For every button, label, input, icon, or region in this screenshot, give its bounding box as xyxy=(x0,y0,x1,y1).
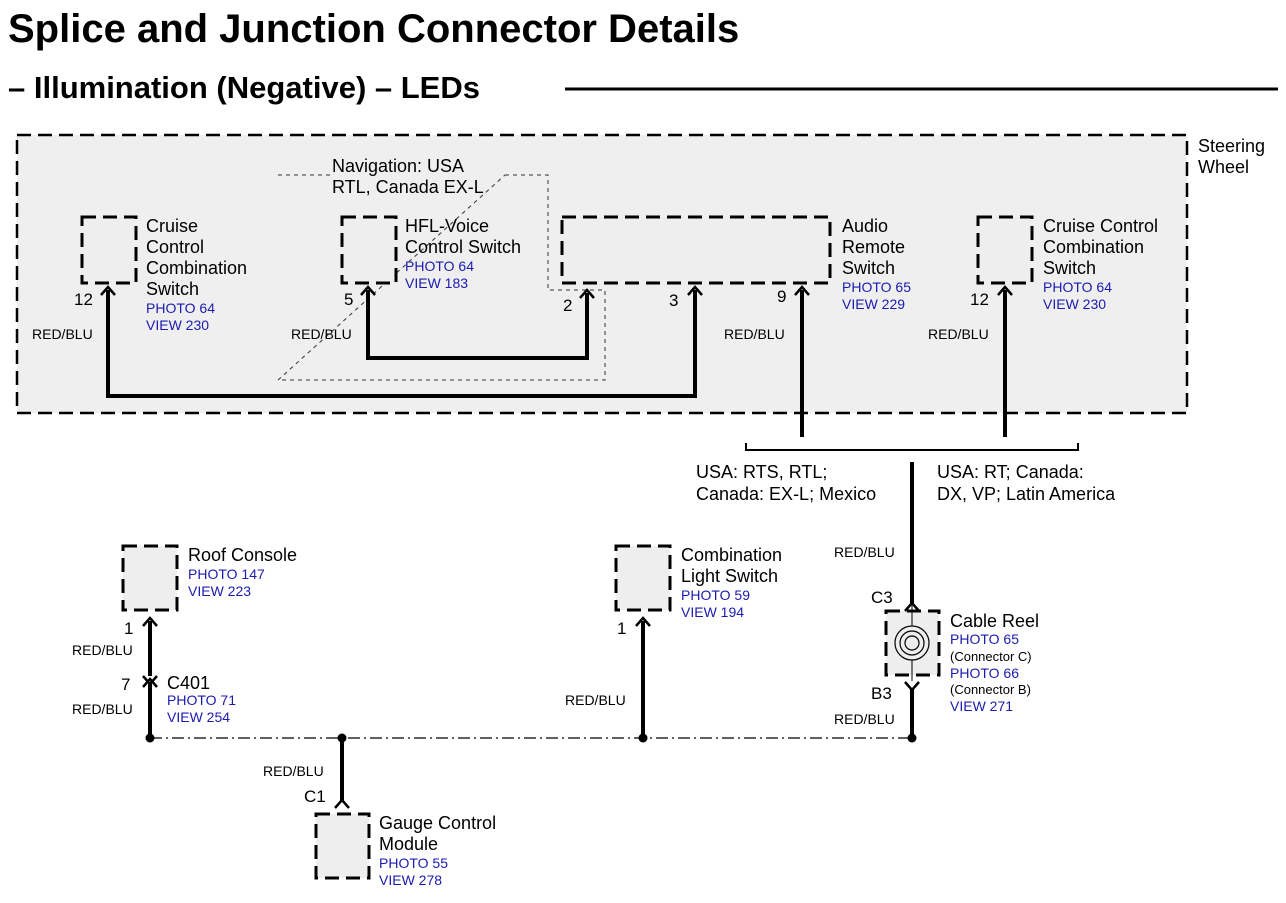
svg-text:PHOTO 64: PHOTO 64 xyxy=(146,300,215,316)
region-label-line1: Steering xyxy=(1198,136,1265,156)
svg-text:Combination: Combination xyxy=(146,258,247,278)
pin-1-roof: 1 xyxy=(124,619,133,638)
page-subtitle: – Illumination (Negative) – LEDs xyxy=(8,70,480,105)
pin-c3: C3 xyxy=(871,588,893,607)
gauge-control-module: C1 Gauge Control Module PHOTO 55 VIEW 27… xyxy=(304,787,496,888)
pin-7: 7 xyxy=(121,675,130,694)
svg-text:PHOTO 65: PHOTO 65 xyxy=(950,631,1019,647)
combination-light-switch: Combination Light Switch PHOTO 59 VIEW 1… xyxy=(614,544,782,638)
svg-text:Audio: Audio xyxy=(842,216,888,236)
svg-text:PHOTO 147: PHOTO 147 xyxy=(188,566,265,582)
option-line1: Navigation: USA xyxy=(332,156,464,176)
pin-c1: C1 xyxy=(304,787,326,806)
variant-right-line2: DX, VP; Latin America xyxy=(937,484,1116,504)
svg-text:VIEW 278: VIEW 278 xyxy=(379,872,442,888)
wire-label: RED/BLU xyxy=(32,326,93,342)
wire-hfl-to-audio xyxy=(366,290,589,360)
navigation-option-box xyxy=(276,174,606,381)
connector-c401: 7 C401 PHOTO 71 VIEW 254 xyxy=(121,673,236,725)
svg-text:PHOTO 64: PHOTO 64 xyxy=(405,258,474,274)
svg-text:VIEW 194: VIEW 194 xyxy=(681,604,744,620)
region-terminals xyxy=(100,285,1013,299)
pin-3: 3 xyxy=(669,291,678,310)
svg-text:VIEW 223: VIEW 223 xyxy=(188,583,251,599)
audio-remote-switch: Audio Remote Switch PHOTO 65 VIEW 229 2 … xyxy=(560,215,911,315)
svg-text:Light Switch: Light Switch xyxy=(681,566,778,586)
hfl-voice-control-switch: HFL-Voice Control Switch PHOTO 64 VIEW 1… xyxy=(340,215,521,309)
svg-text:VIEW 230: VIEW 230 xyxy=(1043,296,1106,312)
wire-cruise-left-to-audio xyxy=(106,290,697,398)
wire-label: RED/BLU xyxy=(72,642,133,658)
splice-node xyxy=(907,733,917,743)
variant-left-line1: USA: RTS, RTL; xyxy=(696,462,827,482)
svg-text:Cruise: Cruise xyxy=(146,216,198,236)
pin-b3: B3 xyxy=(871,684,892,703)
svg-text:HFL-Voice: HFL-Voice xyxy=(405,216,489,236)
svg-text:Combination: Combination xyxy=(1043,237,1144,257)
svg-text:Module: Module xyxy=(379,834,438,854)
svg-text:PHOTO 64: PHOTO 64 xyxy=(1043,279,1112,295)
svg-text:PHOTO 65: PHOTO 65 xyxy=(842,279,911,295)
wire-label: RED/BLU xyxy=(928,326,989,342)
region-label-line2: Wheel xyxy=(1198,157,1249,177)
svg-text:VIEW 254: VIEW 254 xyxy=(167,709,230,725)
pin-12-left: 12 xyxy=(74,290,93,309)
svg-text:Control: Control xyxy=(146,237,204,257)
variant-bracket xyxy=(745,443,1079,451)
svg-text:VIEW 183: VIEW 183 xyxy=(405,275,468,291)
variant-right-line1: USA: RT; Canada: xyxy=(937,462,1084,482)
pin-2: 2 xyxy=(563,296,572,315)
svg-text:C401: C401 xyxy=(167,673,210,693)
wire-label: RED/BLU xyxy=(291,326,352,342)
svg-text:PHOTO 66: PHOTO 66 xyxy=(950,665,1019,681)
pin-1-combination: 1 xyxy=(617,619,626,638)
wire-label: RED/BLU xyxy=(834,544,895,560)
wire-label: RED/BLU xyxy=(834,711,895,727)
svg-text:VIEW 229: VIEW 229 xyxy=(842,296,905,312)
svg-text:Gauge Control: Gauge Control xyxy=(379,813,496,833)
svg-text:Combination: Combination xyxy=(681,545,782,565)
wire-label: RED/BLU xyxy=(72,701,133,717)
option-line2: RTL, Canada EX-L xyxy=(332,177,484,197)
svg-text:(Connector B): (Connector B) xyxy=(950,682,1031,697)
wire-label: RED/BLU xyxy=(565,692,626,708)
svg-text:PHOTO 59: PHOTO 59 xyxy=(681,587,750,603)
wire-label: RED/BLU xyxy=(724,326,785,342)
svg-text:Cable Reel: Cable Reel xyxy=(950,611,1039,631)
svg-text:(Connector C): (Connector C) xyxy=(950,649,1032,664)
pin-9: 9 xyxy=(777,287,786,306)
svg-text:Cruise Control: Cruise Control xyxy=(1043,216,1158,236)
svg-text:Switch: Switch xyxy=(146,279,199,299)
cruise-control-switch-right: Cruise Control Combination Switch PHOTO … xyxy=(970,215,1158,312)
page-title: Splice and Junction Connector Details xyxy=(8,7,739,51)
variant-left-line2: Canada: EX-L; Mexico xyxy=(696,484,876,504)
cruise-control-switch-left: Cruise Control Combination Switch PHOTO … xyxy=(74,215,247,333)
svg-text:VIEW 230: VIEW 230 xyxy=(146,317,209,333)
splice-node xyxy=(145,733,155,743)
wire-label: RED/BLU xyxy=(263,763,324,779)
roof-console: Roof Console PHOTO 147 VIEW 223 1 xyxy=(121,544,297,638)
svg-text:Control Switch: Control Switch xyxy=(405,237,521,257)
svg-text:Switch: Switch xyxy=(842,258,895,278)
svg-text:Switch: Switch xyxy=(1043,258,1096,278)
svg-text:VIEW 271: VIEW 271 xyxy=(950,698,1013,714)
pin-12-right: 12 xyxy=(970,290,989,309)
svg-text:Remote: Remote xyxy=(842,237,905,257)
pin-5: 5 xyxy=(344,290,353,309)
svg-text:Roof Console: Roof Console xyxy=(188,545,297,565)
svg-text:PHOTO 55: PHOTO 55 xyxy=(379,855,448,871)
cable-reel: C3 B3 Cable Reel PHOTO 65 (Connector C) … xyxy=(871,588,1039,714)
svg-text:PHOTO 71: PHOTO 71 xyxy=(167,692,236,708)
splice-node xyxy=(638,733,648,743)
